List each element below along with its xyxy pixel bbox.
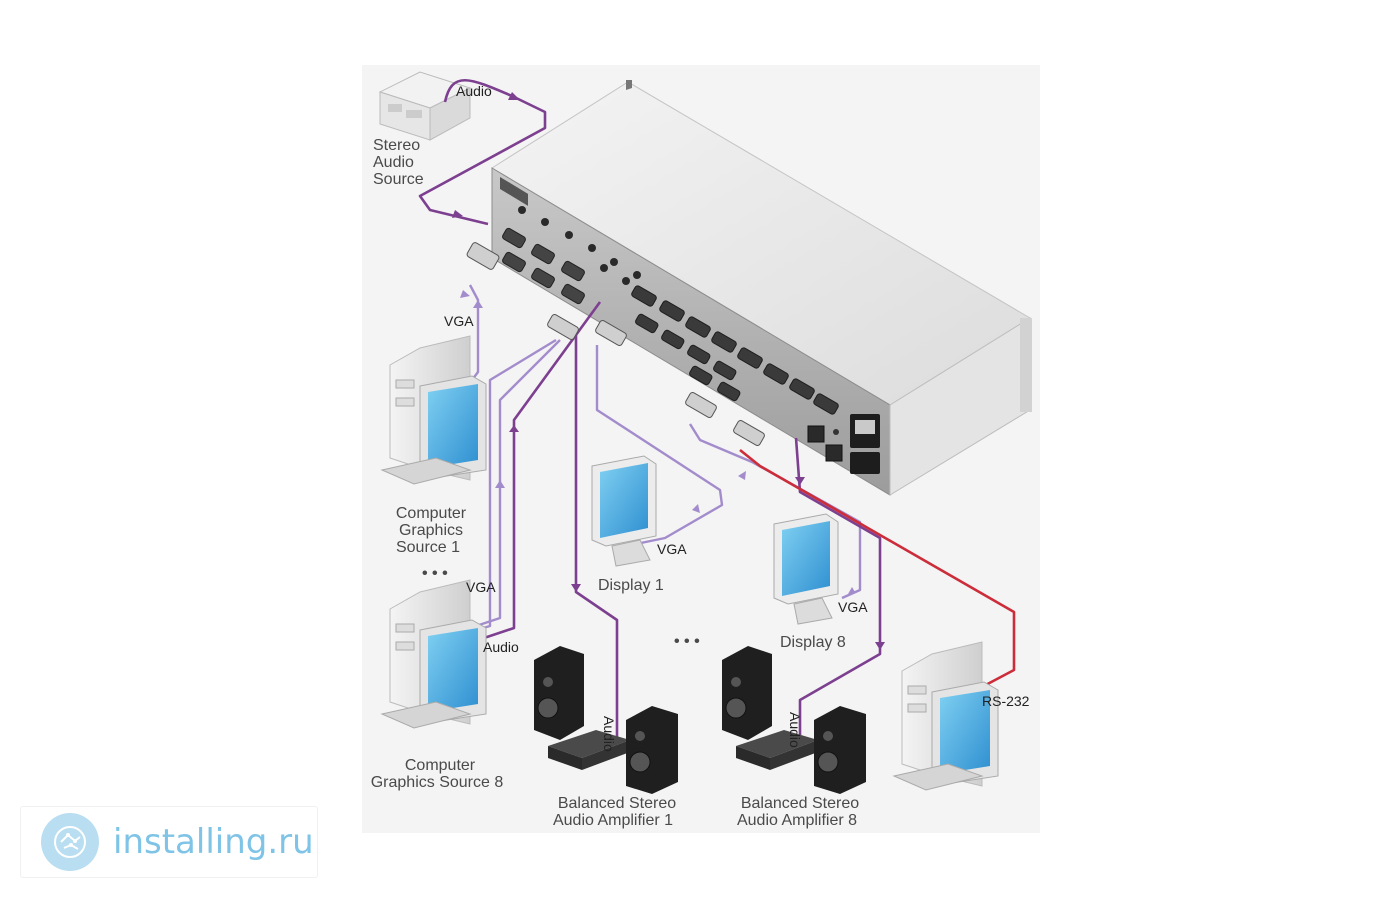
amplifier-8-label-line2: Audio Amplifier 8 [737, 812, 857, 829]
computer-source-1-label-line3: Source 1 [396, 539, 460, 556]
display-1-vga-label: VGA [657, 541, 687, 557]
audio-cable-label-top: Audio [456, 83, 492, 99]
watermark: installing.ru [20, 806, 318, 878]
rs232-label: RS-232 [982, 693, 1030, 709]
display-8-label: Display 8 [780, 634, 846, 651]
vga-cable-label-mid: VGA [466, 579, 496, 595]
audio-cable-label-mid: Audio [483, 639, 519, 655]
stereo-audio-source-label-line2: Audio [373, 154, 414, 171]
stereo-audio-source-label-line1: Stereo [373, 137, 420, 154]
amplifier-1-setup [534, 646, 678, 794]
computer-source-1-label-line2: Graphics [399, 522, 463, 539]
display-8-vga-label: VGA [838, 599, 868, 615]
display-1-monitor [591, 455, 657, 567]
watermark-text: installing.ru [113, 822, 314, 862]
amplifiers-ellipsis: • • • [674, 633, 700, 650]
computer-graphics-source-1 [380, 335, 487, 485]
amp-8-audio-cable-label: Audio [787, 712, 803, 748]
display-1-label: Display 1 [598, 577, 664, 594]
amp-1-audio-cable-label: Audio [601, 716, 617, 752]
amplifier-1-label-line1: Balanced Stereo [558, 795, 676, 812]
sources-ellipsis: • • • [422, 565, 448, 582]
stereo-audio-source-label-line3: Source [373, 171, 424, 188]
vga-cable-label-top: VGA [444, 313, 474, 329]
computer-source-8-label-line1: Computer [405, 757, 476, 774]
computer-graphics-source-8 [380, 579, 487, 729]
display-8-monitor [773, 513, 839, 625]
amplifier-8-label-line1: Balanced Stereo [741, 795, 859, 812]
brain-circuit-icon [41, 813, 99, 871]
computer-source-8-label-line2: Graphics Source 8 [371, 774, 504, 791]
amplifier-1-label-line2: Audio Amplifier 1 [553, 812, 673, 829]
stereo-audio-source-device [378, 71, 472, 141]
computer-source-1-label-line1: Computer [396, 505, 467, 522]
control-computer-rs232 [892, 641, 999, 791]
matrix-switcher [491, 80, 1032, 496]
amplifier-8-setup [722, 646, 866, 794]
